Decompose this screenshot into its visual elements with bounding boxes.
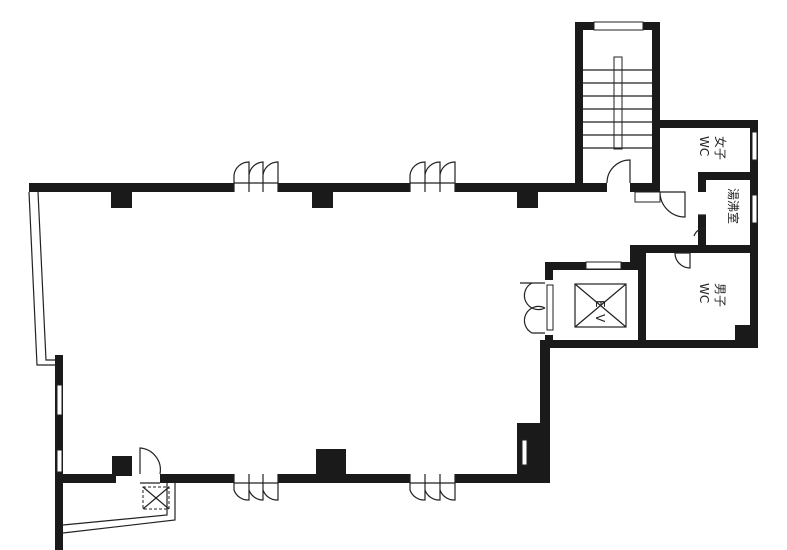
mens-wc-label-2: WC	[697, 283, 711, 303]
kitchenette-label: 湯沸室	[726, 188, 741, 224]
bottom-door-left	[233, 474, 279, 501]
top-door-left	[233, 161, 279, 192]
bottom-door-right	[409, 474, 456, 501]
doors[interactable]	[139, 159, 707, 501]
staircase	[583, 56, 652, 150]
shaft-icon	[142, 486, 170, 510]
corridor-door	[659, 191, 686, 218]
elevator-label-2: V	[593, 314, 607, 323]
mens-wc-label-1: 男子	[713, 283, 727, 307]
side-door	[520, 282, 546, 334]
kitchen-door	[693, 214, 707, 237]
mens-wc-door	[674, 252, 691, 269]
bottom-left-door	[139, 447, 161, 484]
balcony-outline	[28, 191, 55, 366]
windows	[56, 21, 758, 473]
womens-wc-label-1: 女子	[713, 136, 728, 160]
stair-door	[606, 159, 631, 184]
annex-inner-line	[62, 483, 168, 526]
top-door-right	[409, 161, 456, 192]
balcony-inner-line	[37, 191, 55, 361]
annex-outline	[62, 483, 176, 534]
elevator: E V	[574, 283, 627, 328]
walls	[29, 22, 758, 550]
elevator-label-1: E	[593, 300, 607, 308]
womens-wc-label-2: WC	[697, 136, 711, 156]
